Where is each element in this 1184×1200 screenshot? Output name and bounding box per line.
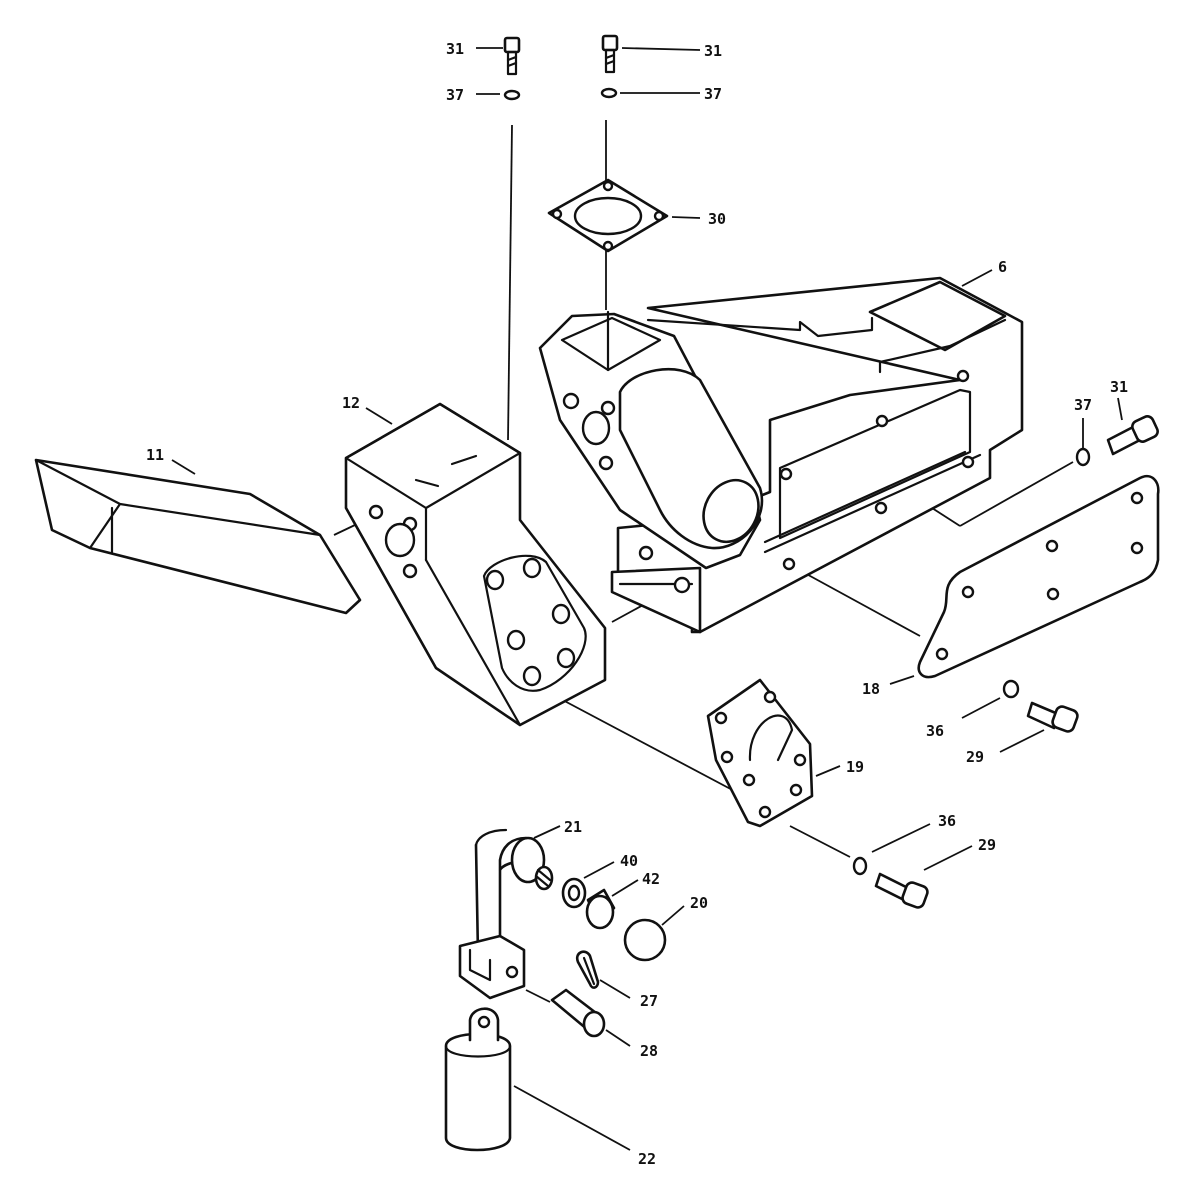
callout-28: 28 (640, 1042, 658, 1060)
washer-36-lower (852, 856, 868, 876)
callout-21: 21 (564, 818, 582, 836)
bolt-31-top-left (503, 36, 521, 76)
callout-29-right: 29 (966, 748, 984, 766)
cylinder-22 (444, 1007, 512, 1152)
bolt-29-right (1026, 701, 1079, 733)
callout-27: 27 (640, 992, 658, 1010)
washer-36-right (1002, 679, 1020, 699)
callout-18: 18 (862, 680, 880, 698)
washer-37-top-right (600, 87, 618, 99)
callout-36-right: 36 (926, 722, 944, 740)
bushing-42 (585, 888, 616, 930)
chute-11 (34, 458, 362, 615)
callout-29-lower: 29 (978, 836, 996, 854)
leader-lines (171, 47, 1123, 1151)
main-frame-6 (538, 276, 1024, 634)
callout-37-top-right: 37 (704, 85, 722, 103)
callout-11: 11 (146, 446, 164, 464)
clevis-pin-28 (550, 988, 606, 1038)
callout-22: 22 (638, 1150, 656, 1168)
callout-labels: 31 31 37 37 30 6 12 11 37 31 18 36 29 19… (146, 40, 1128, 1168)
flange-plate-30 (547, 178, 669, 253)
callout-19: 19 (846, 758, 864, 776)
callout-36-lower: 36 (938, 812, 956, 830)
bolt-31-right (1106, 415, 1159, 456)
callout-42: 42 (642, 870, 660, 888)
callout-31-right: 31 (1110, 378, 1128, 396)
washer-37-top-left (503, 89, 521, 101)
elbow-pipe-21 (458, 828, 554, 1000)
callout-12: 12 (342, 394, 360, 412)
callout-37-top-left: 37 (446, 86, 464, 104)
callout-20: 20 (690, 894, 708, 912)
plate-19 (706, 678, 814, 828)
bolt-29-lower (874, 872, 929, 909)
callout-6: 6 (998, 258, 1007, 276)
callout-37-right: 37 (1074, 396, 1092, 414)
bolt-31-top-right (601, 34, 619, 74)
cotter-pin-27 (575, 950, 600, 989)
callout-40: 40 (620, 852, 638, 870)
callout-30: 30 (708, 210, 726, 228)
washer-37-right (1075, 447, 1091, 467)
side-plate-18 (917, 474, 1160, 679)
block-12 (344, 402, 607, 727)
ball-20 (623, 918, 667, 962)
callout-31-top-left: 31 (446, 40, 464, 58)
callout-31-top-right: 31 (704, 42, 722, 60)
